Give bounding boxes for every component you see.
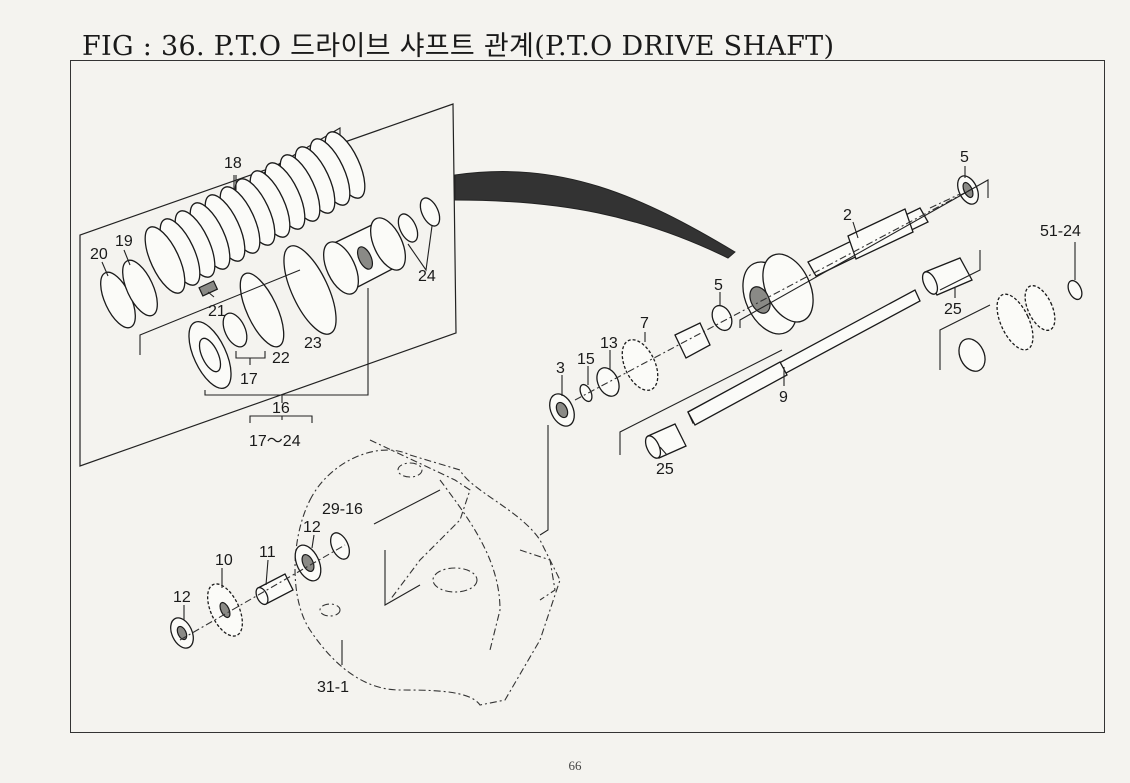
callout-15: 15 (577, 351, 595, 368)
page-number: 66 (568, 758, 582, 773)
inset-pointer-leader (454, 171, 736, 259)
callout-24: 24 (418, 268, 436, 285)
bracket-16 (139, 269, 369, 423)
callout-13: 13 (600, 335, 618, 352)
lower-axis-line (179, 544, 346, 641)
snap-ring-29-16 (329, 532, 351, 560)
callout-11: 11 (259, 544, 276, 561)
seal-ring-24b (419, 197, 441, 227)
callout-21: 21 (208, 303, 226, 320)
callout-51-24: 51-24 (1040, 223, 1081, 240)
needle-bearing-25-upper (921, 257, 973, 296)
clutch-housing-assembly (742, 253, 814, 335)
callout-5-mid: 5 (714, 277, 723, 294)
bearing-13 (596, 367, 620, 397)
callout-16: 16 (272, 400, 290, 417)
callout-leaders (101, 166, 1076, 665)
bearing-12-lower (170, 617, 194, 649)
washer-15 (579, 383, 593, 403)
shaft-9 (687, 289, 921, 426)
callout-18: 18 (224, 155, 242, 172)
callout-25-upper: 25 (944, 301, 962, 318)
leader-24 (407, 225, 433, 272)
callout-12-lower: 12 (173, 589, 191, 606)
callout-17: 17 (240, 371, 258, 388)
diagram-frame (70, 60, 1105, 733)
gear-10 (207, 583, 243, 637)
callout-7: 7 (640, 315, 649, 332)
bearing-12-upper (294, 544, 322, 582)
o-ring-23 (283, 245, 337, 335)
callout-31-1: 31-1 (317, 679, 349, 696)
bearing-3 (549, 393, 575, 427)
callout-22: 22 (272, 350, 290, 367)
callout-20: 20 (90, 246, 108, 263)
callout-25-lower: 25 (656, 461, 674, 478)
leader-29-16 (373, 489, 441, 525)
callout-23: 23 (304, 335, 322, 352)
callout-29-16: 29-16 (322, 501, 363, 518)
callout-5-top: 5 (960, 149, 969, 166)
o-ring-22b (239, 272, 285, 348)
clutch-detail-inset (79, 103, 457, 467)
pto-drive-shaft-2 (807, 193, 961, 277)
needle-bearing-25-lower (644, 423, 687, 459)
bearing-5-mid (711, 304, 733, 332)
callout-9: 9 (779, 389, 788, 406)
main-brackets (539, 179, 991, 536)
clutch-drum (323, 217, 406, 295)
callout-2: 2 (843, 207, 852, 224)
bearing-5-top (957, 175, 979, 205)
case-inner-lines (384, 550, 421, 606)
o-ring-22 (222, 312, 248, 348)
transmission-case-31-1 (294, 439, 561, 706)
callout-12-upper: 12 (303, 519, 321, 536)
callout-10: 10 (215, 552, 233, 569)
spring-21 (198, 280, 219, 297)
collar-11 (255, 573, 294, 606)
gear-set-51-24 (958, 279, 1083, 372)
page-title: FIG : 36. P.T.O 드라이브 샤프트 관계(P.T.O DRIVE … (82, 31, 835, 62)
callout-17-24: 17～24 (249, 433, 301, 450)
callout-3: 3 (556, 360, 565, 377)
piston-17 (188, 321, 232, 389)
clutch-plate-stack (144, 131, 366, 294)
callout-19: 19 (115, 233, 133, 250)
plate-19 (122, 259, 158, 317)
gear-7 (621, 322, 711, 391)
seal-ring-24a (397, 213, 419, 243)
